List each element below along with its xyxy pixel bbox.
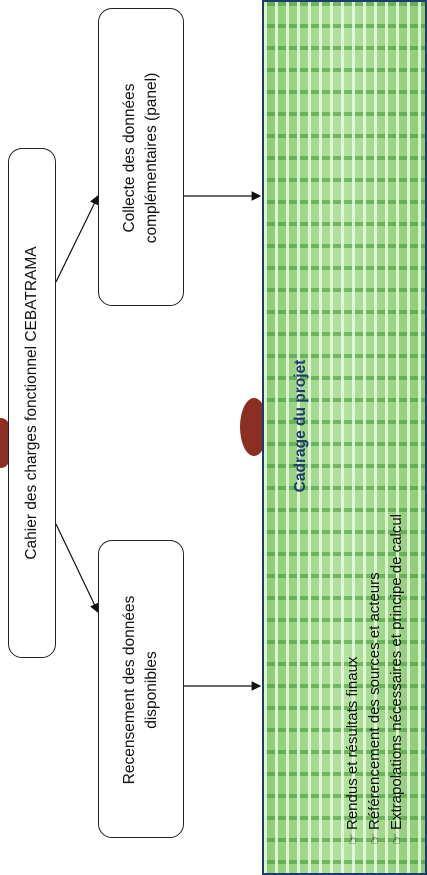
- panel-list-item-text: Extrapolations nécessaires et principe d…: [388, 513, 405, 830]
- panel-title: Cadrage du projet: [292, 359, 309, 493]
- panel-list-item: ☞ Référencement des sources et acteurs: [364, 572, 386, 848]
- panel-list-wrap: ☞ Rendus et résultats finaux ☞ Référence…: [342, 314, 408, 848]
- panel-list-item-text: Référencement des sources et acteurs: [366, 572, 383, 830]
- recensement-box-label-wrap: Recensement des données disponibles: [119, 541, 163, 839]
- recensement-box: [98, 540, 184, 838]
- arrow-source-to-collecte: [55, 194, 99, 283]
- hand-pointer-icon: ☞: [367, 833, 382, 845]
- panel-title-wrap: Cadrage du projet: [291, 296, 311, 556]
- panel-list-item: ☞ Extrapolations nécessaires et principe…: [386, 514, 408, 848]
- panel-list-item: ☞ Rendus et résultats finaux: [342, 657, 364, 848]
- collecte-box-label-wrap: Collecte des données complémentaires (pa…: [119, 9, 163, 307]
- panel-list-item-text: Rendus et résultats finaux: [344, 656, 361, 830]
- collecte-label-line-2: complémentaires (panel): [143, 72, 160, 244]
- source-box-label-wrap: Cahier des charges fonctionnel CEBATRAMA: [20, 148, 44, 658]
- arrow-source-to-recensement: [55, 523, 99, 614]
- source-box: [8, 148, 56, 658]
- project-scope-panel: [262, 0, 427, 875]
- recensement-label-line-1: Recensement des données: [121, 595, 138, 785]
- recensement-label-line-2: disponibles: [143, 651, 160, 729]
- hand-pointer-icon: ☞: [389, 833, 404, 845]
- source-box-label: Cahier des charges fonctionnel CEBATRAMA: [23, 246, 40, 560]
- collecte-box: [98, 8, 184, 306]
- collecte-label-line-1: Collecte des données: [121, 83, 138, 233]
- hand-pointer-icon: ☞: [345, 833, 360, 845]
